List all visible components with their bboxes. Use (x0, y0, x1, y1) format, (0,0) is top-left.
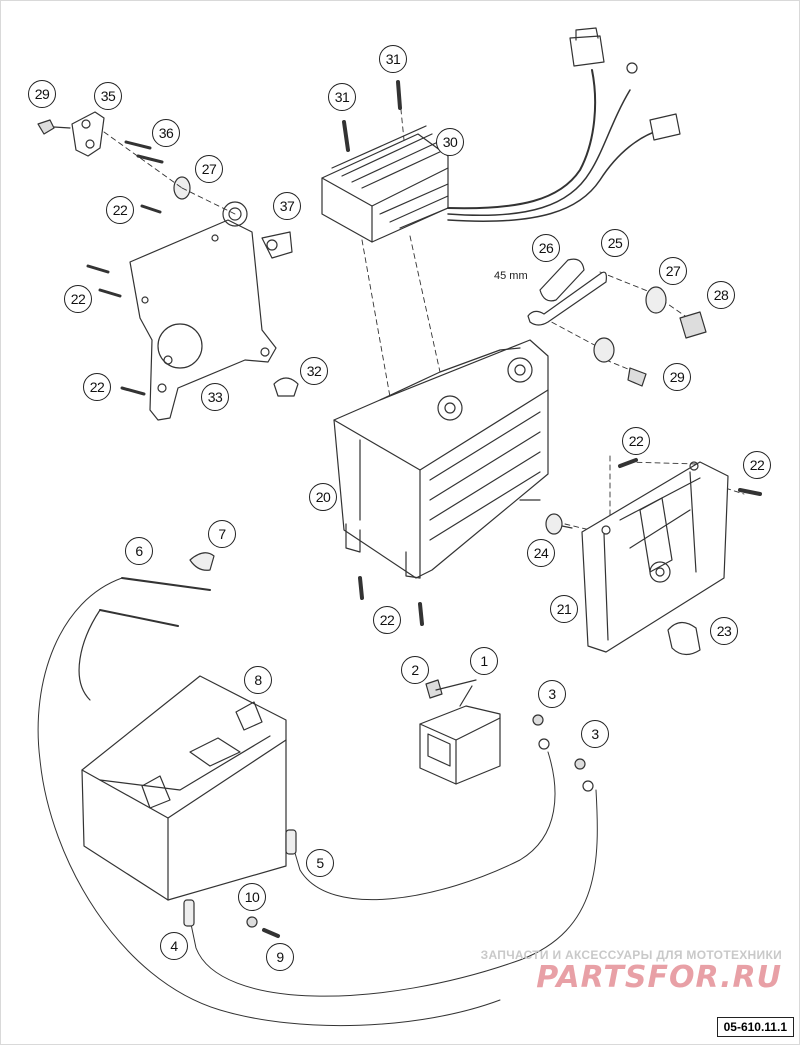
dimension-label: 45 mm (494, 270, 528, 282)
battery-box-20 (333, 339, 549, 579)
callout-27-right: 27 (659, 257, 687, 285)
callout-6: 6 (125, 537, 153, 565)
document-number: 05-610.11.1 (716, 1017, 794, 1037)
callout-28: 28 (707, 281, 735, 309)
callout-29-right: 29 (663, 363, 691, 391)
callout-3-a: 3 (538, 680, 566, 708)
callout-22-d: 22 (622, 427, 650, 455)
callout-1: 1 (470, 647, 498, 675)
callout-37: 37 (273, 192, 301, 220)
callout-9: 9 (266, 943, 294, 971)
callout-8: 8 (244, 666, 272, 694)
callout-25: 25 (601, 229, 629, 257)
callout-22-e: 22 (743, 451, 771, 479)
watermark-logo: PARTSFOR.RU (536, 960, 782, 995)
callout-5: 5 (306, 849, 334, 877)
callout-22-b: 22 (64, 285, 92, 313)
battery-holder-21 (581, 461, 729, 653)
callout-36: 36 (152, 119, 180, 147)
callout-3-b: 3 (581, 720, 609, 748)
callout-23: 23 (710, 617, 738, 645)
callout-22-a: 22 (106, 196, 134, 224)
callout-29-left: 29 (28, 80, 56, 108)
callout-10: 10 (238, 883, 266, 911)
callout-2: 2 (401, 656, 429, 684)
battery-8 (81, 675, 287, 901)
callout-7: 7 (208, 520, 236, 548)
callout-22-f: 22 (373, 606, 401, 634)
callout-27-left: 27 (195, 155, 223, 183)
mounting-bracket-33 (129, 201, 277, 421)
callout-21: 21 (550, 595, 578, 623)
callout-31-a: 31 (328, 83, 356, 111)
callout-30: 30 (436, 128, 464, 156)
callout-20: 20 (309, 483, 337, 511)
fuse-holder-1 (419, 705, 501, 785)
watermark-tagline: ЗАПЧАСТИ И АКСЕССУАРЫ ДЛЯ МОТОТЕХНИКИ (480, 948, 782, 962)
callout-26: 26 (532, 234, 560, 262)
callout-31-b: 31 (379, 45, 407, 73)
callout-32: 32 (300, 357, 328, 385)
screw-29-left (37, 119, 71, 135)
callout-24: 24 (527, 539, 555, 567)
callout-35: 35 (94, 82, 122, 110)
callout-22-c: 22 (83, 373, 111, 401)
watermark: ЗАПЧАСТИ И АКСЕССУАРЫ ДЛЯ МОТОТЕХНИКИ PA… (481, 948, 782, 995)
voltage-regulator-30 (321, 125, 449, 243)
callout-33: 33 (201, 383, 229, 411)
small-plate-35 (71, 111, 105, 157)
callout-4: 4 (160, 932, 188, 960)
